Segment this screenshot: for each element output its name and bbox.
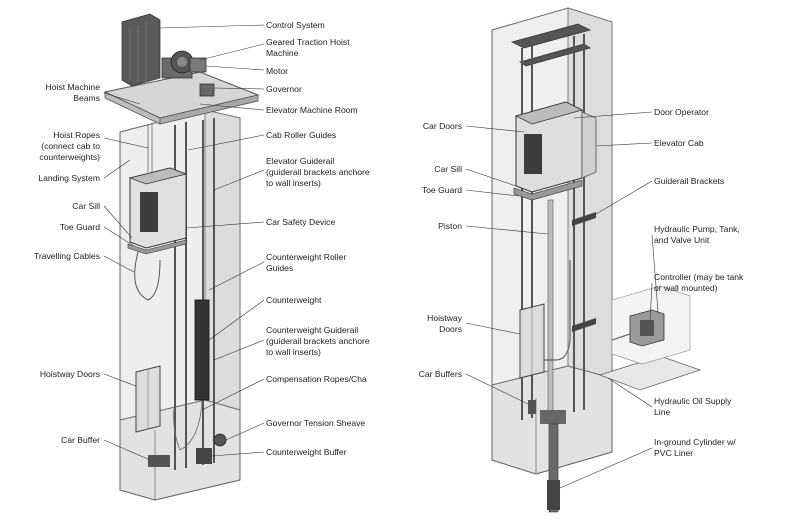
label-cab-roller-guides: Cab Roller Guides <box>266 130 336 140</box>
label-piston: Piston <box>438 221 462 231</box>
label-cw-guiderail-line2: (guiderail brackets anchore <box>266 336 370 346</box>
label-counterweight: Counterweight <box>266 295 322 305</box>
label-control-system: Control System <box>266 20 325 30</box>
label-car-safety-device: Car Safety Device <box>266 217 335 227</box>
label-car-buffers: Car Buffers <box>419 369 462 379</box>
label-hoist-ropes-line2: (connect cab to <box>41 141 100 151</box>
label-hoist-beams-line2: Beams <box>73 93 100 103</box>
label-cw-guiderail-line3: to wall inserts) <box>266 347 321 357</box>
label-landing-system: Landing System <box>38 173 100 183</box>
hydraulic-labels: Car Doors Car Sill Toe Guard Piston Hois… <box>419 107 744 458</box>
label-cylinder-line1: In-ground Cylinder w/ <box>654 437 736 447</box>
label-toe-guard-left: Toe Guard <box>60 222 100 232</box>
label-oil-line-line1: Hydraulic Oil Supply <box>654 396 732 406</box>
label-hoist-ropes-line3: counterweights) <box>39 152 100 162</box>
label-pump-line2: and Valve Unit <box>654 235 710 245</box>
label-guiderail-line3: to wall inserts) <box>266 178 321 188</box>
label-car-buffer: Car Buffer <box>61 435 100 445</box>
label-governor: Governor <box>266 84 302 94</box>
traction-labels: Control System Geared Traction Hoist Mac… <box>34 20 370 457</box>
label-toe-guard-right: Toe Guard <box>422 185 462 195</box>
label-controller-line1: Controller (may be tank <box>654 272 744 282</box>
label-controller-line2: or wall mounted) <box>654 283 718 293</box>
label-cylinder-line2: PVC Liner <box>654 448 693 458</box>
label-compensation-ropes: Compensation Ropes/Cha <box>266 374 367 384</box>
label-elevator-cab: Elevator Cab <box>654 138 704 148</box>
label-guiderail-brackets: Guiderail Brackets <box>654 176 724 186</box>
label-cw-roller-line2: Guides <box>266 263 293 273</box>
label-pump-line1: Hydraulic Pump, Tank, <box>654 224 740 234</box>
label-oil-line-line2: Line <box>654 407 670 417</box>
label-travelling-cables: Travelling Cables <box>34 251 100 261</box>
label-cw-guiderail-line1: Counterweight Guiderail <box>266 325 358 335</box>
label-guiderail-line2: (guiderail brackets anchore <box>266 167 370 177</box>
label-car-sill-left: Car Sill <box>72 201 100 211</box>
label-hoist-beams-line1: Hoist Machine <box>46 82 101 92</box>
label-car-sill-right: Car Sill <box>434 164 462 174</box>
label-geared-hoist-line1: Geared Traction Hoist <box>266 37 350 47</box>
label-hoistway-doors-right-line1: Hoistway <box>427 313 463 323</box>
label-machine-room: Elevator Machine Room <box>266 105 358 115</box>
label-guiderail-line1: Elevator Guiderail <box>266 156 334 166</box>
traction-leader-lines <box>103 24 265 461</box>
label-geared-hoist-line2: Machine <box>266 48 299 58</box>
traction-elevator-illustration <box>103 13 260 501</box>
hydraulic-leader-lines <box>465 111 659 489</box>
label-counterweight-buffer: Counterweight Buffer <box>266 447 347 457</box>
label-hoistway-doors-right-line2: Doors <box>439 324 462 334</box>
hydraulic-elevator-illustration <box>491 7 702 513</box>
label-motor: Motor <box>266 66 288 76</box>
label-hoist-ropes-line1: Hoist Ropes <box>53 130 100 140</box>
label-governor-tension-sheave: Governor Tension Sheave <box>266 418 365 428</box>
label-cw-roller-line1: Counterweight Roller <box>266 252 346 262</box>
label-hoistway-doors-left: Hoistway Doors <box>40 369 100 379</box>
label-door-operator: Door Operator <box>654 107 709 117</box>
label-car-doors: Car Doors <box>423 121 462 131</box>
